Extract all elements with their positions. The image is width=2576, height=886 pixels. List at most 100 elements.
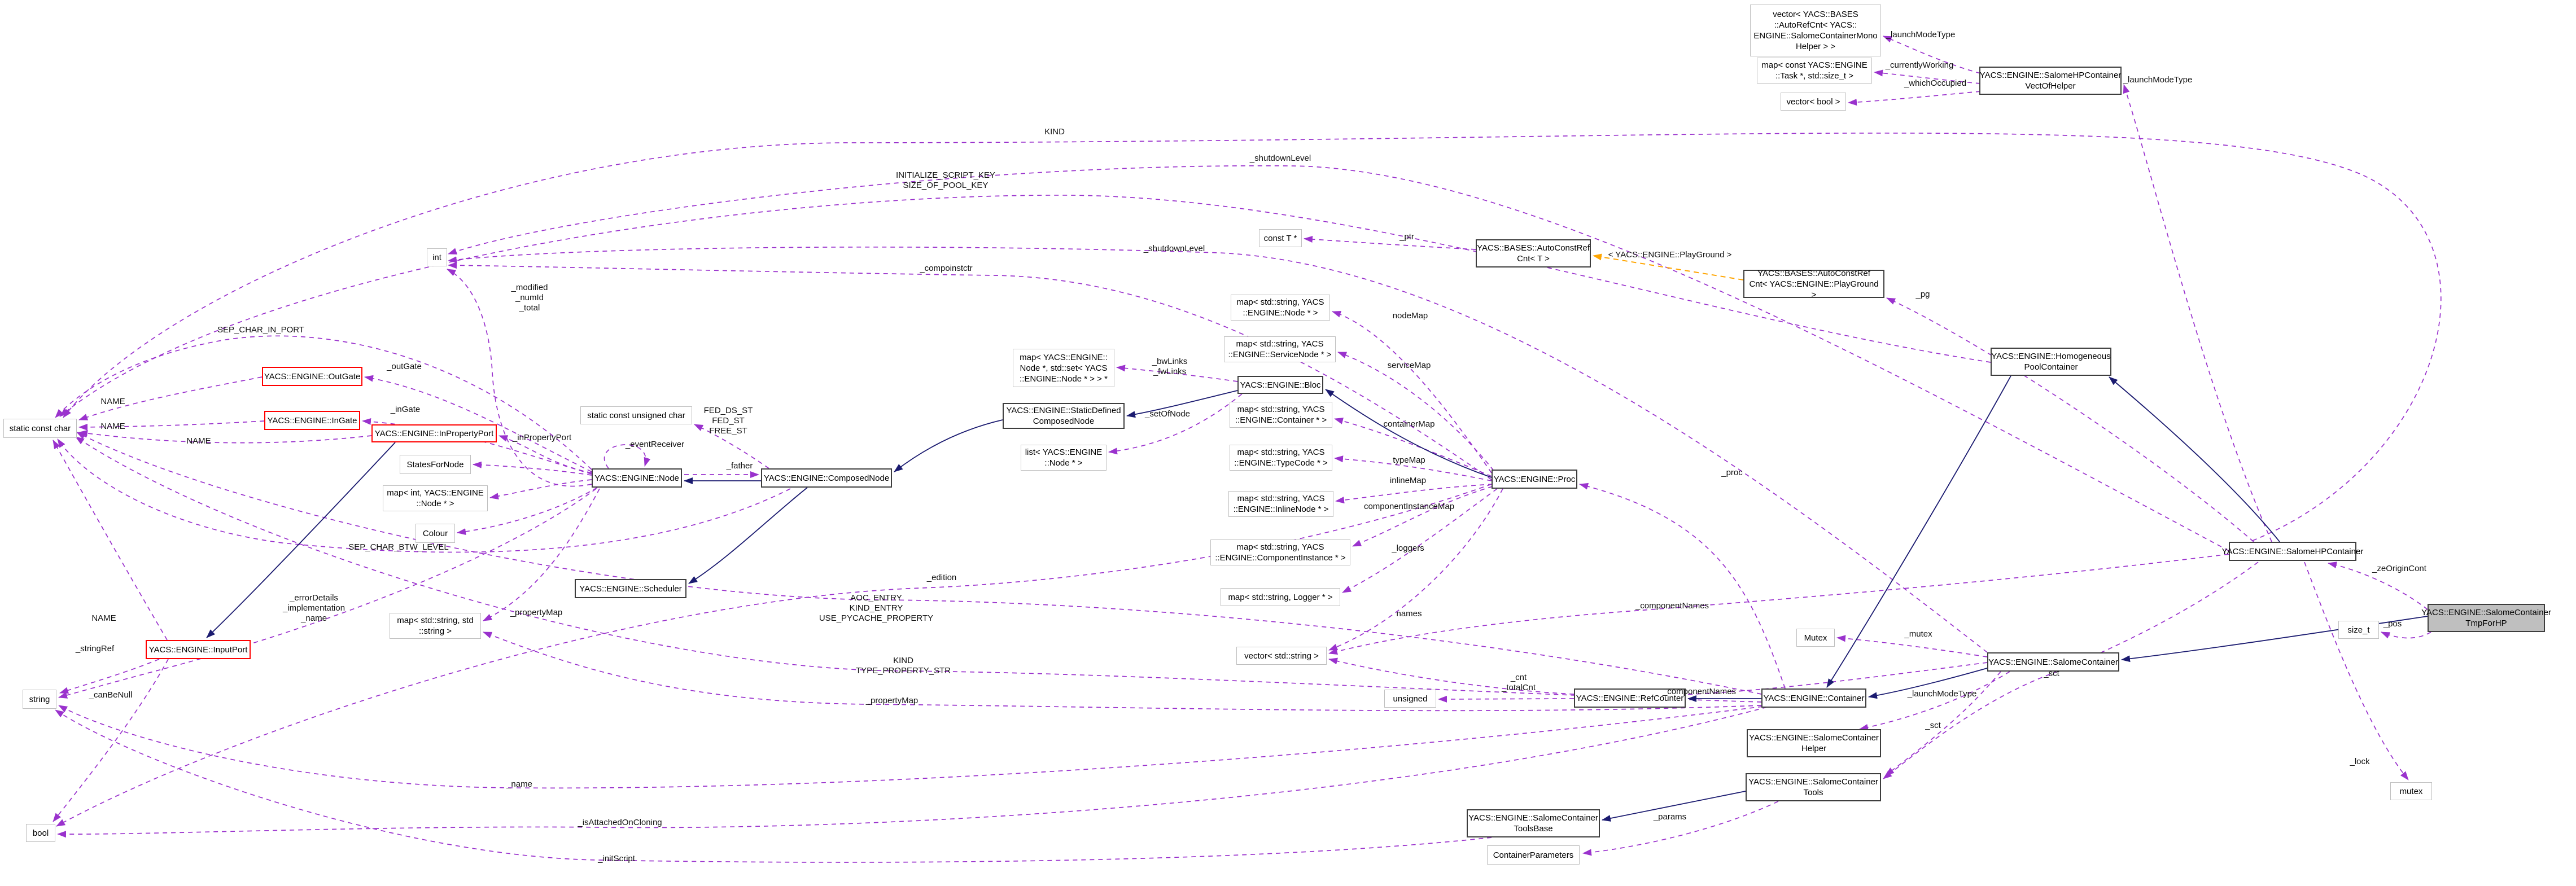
edge-label: _loggers [1392, 543, 1424, 553]
class-node-map-string-servicenode[interactable]: map< std::string, YACS ::ENGINE::Service… [1224, 336, 1336, 362]
edge-label: FED_DS_ST FED_ST FREE_ST [703, 406, 753, 436]
edge-label: _modified _numId _total [511, 283, 548, 313]
edge-member-6 [448, 165, 2229, 551]
class-node-map-string-componentinstance[interactable]: map< std::string, YACS ::ENGINE::Compone… [1210, 540, 1350, 565]
edge-label: _currentlyWorking [1885, 60, 1954, 70]
class-node-inputport[interactable]: YACS::ENGINE::InputPort [146, 640, 251, 659]
edge-member-40 [1304, 235, 1476, 250]
edge-member-5 [59, 195, 1991, 417]
edge-label: _zeOriginCont [2372, 564, 2426, 573]
edge-label: _componentNames [1635, 601, 1709, 611]
edge-label: _outGate [387, 362, 422, 371]
class-node-map-int-node[interactable]: map< int, YACS::ENGINE ::Node * > [383, 485, 488, 511]
class-node-bloc[interactable]: YACS::ENGINE::Bloc [1237, 376, 1323, 394]
class-node-homogeneouspoolcontainer[interactable]: YACS::ENGINE::Homogeneous PoolContainer [1991, 348, 2111, 376]
class-node-salomehpcontainer[interactable]: YACS::ENGINE::SalomeHPContainer [2222, 542, 2363, 561]
class-node-salomecontainertoolsbase[interactable]: YACS::ENGINE::SalomeContainer ToolsBase [1467, 809, 1600, 837]
class-node-map-string-node[interactable]: map< std::string, YACS ::ENGINE::Node * … [1231, 295, 1330, 321]
class-node-size-t[interactable]: size_t [2338, 621, 2379, 639]
class-node-vector-string[interactable]: vector< std::string > [1236, 647, 1327, 665]
class-node-map-string-logger[interactable]: map< std::string, Logger * > [1221, 588, 1340, 606]
edge-member-24 [483, 488, 600, 621]
class-node-autoconstrefcnt-t[interactable]: YACS::BASES::AutoConstRef Cnt< T > [1476, 239, 1591, 267]
class-node-map-string-container[interactable]: map< std::string, YACS ::ENGINE::Contain… [1230, 402, 1332, 428]
edge-label: typeMap [1393, 455, 1425, 465]
class-node-ingate[interactable]: YACS::ENGINE::InGate [264, 411, 360, 430]
edge-member-4 [63, 132, 2442, 541]
edge-label: _initScript [598, 854, 635, 863]
class-node-static-const-unsigned-char[interactable]: static const unsigned char [580, 406, 692, 424]
edge-member-17 [457, 487, 598, 536]
edge-template-60 [1593, 253, 1744, 280]
class-node-salomehp-vectofhelper[interactable]: YACS::ENGINE::SalomeHPContainer VectOfHe… [1979, 67, 2122, 95]
class-node-salomecontainertools[interactable]: YACS::ENGINE::SalomeContainer Tools [1746, 773, 1881, 801]
edge-member-7 [448, 246, 1988, 653]
class-node-node[interactable]: YACS::ENGINE::Node [592, 468, 682, 488]
class-node-bool[interactable]: bool [26, 824, 55, 842]
edge-member-20 [78, 430, 372, 444]
edge-label: AOC_ENTRY KIND_ENTRY USE_PYCACHE_PROPERT… [819, 593, 934, 623]
edge-label: _stringRef [75, 644, 115, 653]
edge-member-16 [489, 479, 592, 500]
edge-label: _shutdownLevel [1249, 153, 1311, 163]
class-node-map-string-typecode[interactable]: map< std::string, YACS ::ENGINE::TypeCod… [1230, 445, 1332, 471]
edge-label: _father [726, 461, 753, 471]
class-node-static-const-char[interactable]: static const char [3, 419, 77, 438]
edge-label: KIND TYPE_PROPERTY_STR [855, 656, 951, 676]
edge-label: _whichOccupied [1904, 78, 1967, 88]
class-node-autoconstrefcnt-playground[interactable]: YACS::BASES::AutoConstRef Cnt< YACS::ENG… [1743, 269, 1884, 300]
edge-label: _canBeNull [89, 690, 133, 700]
class-node-map-task-sizet[interactable]: map< const YACS::ENGINE ::Task *, std::s… [1757, 58, 1872, 84]
class-node-composednode[interactable]: YACS::ENGINE::ComposedNode [761, 468, 892, 488]
class-node-vector-autorefcnt-monohelper[interactable]: vector< YACS::BASES ::AutoRefCnt< YACS::… [1750, 5, 1881, 56]
edge-label: _compoinstctr [920, 264, 973, 273]
class-node-container[interactable]: YACS::ENGINE::Container [1761, 688, 1866, 708]
edge-label: _isAttachedOnCloning [578, 818, 662, 827]
class-node-mutex-upper[interactable]: Mutex [1796, 629, 1835, 647]
edge-member-0 [1883, 36, 1981, 74]
class-node-map-node-set[interactable]: map< YACS::ENGINE:: Node *, std::set< YA… [1013, 349, 1114, 387]
edge-member-8 [448, 262, 1492, 480]
class-node-const-t[interactable]: const T * [1259, 229, 1302, 247]
class-node-proc[interactable]: YACS::ENGINE::Proc [1492, 470, 1577, 489]
edge-member-33 [1352, 486, 1493, 547]
edge-inherit-66 [206, 442, 396, 638]
class-node-inpropertyport[interactable]: YACS::ENGINE::InPropertyPort [371, 424, 497, 442]
class-node-mutex-lower[interactable]: mutex [2390, 782, 2432, 800]
class-node-map-string-inlinenode[interactable]: map< std::string, YACS ::ENGINE::InlineN… [1228, 491, 1333, 517]
class-node-list-node[interactable]: list< YACS::ENGINE ::Node * > [1021, 445, 1107, 471]
edge-label: _proc [1721, 468, 1743, 477]
class-node-unsigned[interactable]: unsigned [1384, 690, 1436, 708]
edge-label: _mutex [1904, 629, 1932, 639]
edge-member-25 [58, 488, 597, 699]
edge-label: _launchModeType [1907, 689, 1977, 699]
class-node-colour[interactable]: Colour [416, 524, 455, 543]
class-node-map-string-string[interactable]: map< std::string, std ::string > [390, 613, 481, 639]
edge-member-38 [1579, 483, 1786, 689]
edge-inherit-62 [894, 419, 1003, 472]
class-node-salomecontainer[interactable]: YACS::ENGINE::SalomeContainer [1987, 652, 2119, 672]
class-node-salomecontainerhelper[interactable]: YACS::ENGINE::SalomeContainer Helper [1747, 729, 1881, 757]
edge-label: INITIALIZE_SCRIPT_KEY SIZE_OF_POOL_KEY [896, 170, 995, 190]
class-node-containerparameters[interactable]: ContainerParameters [1487, 845, 1580, 865]
class-node-statesfornode[interactable]: StatesForNode [400, 455, 471, 474]
edge-label: names [1396, 609, 1422, 619]
class-node-scheduler[interactable]: YACS::ENGINE::Scheduler [575, 579, 686, 598]
edge-label: _componentNames [1662, 687, 1737, 696]
edge-label: _inPropertyPort [512, 433, 572, 442]
class-node-string[interactable]: string [23, 690, 56, 709]
class-node-refcounter[interactable]: YACS::ENGINE::RefCounter [1574, 688, 1686, 708]
edge-inherit-69 [1868, 668, 1988, 699]
class-node-outgate[interactable]: YACS::ENGINE::OutGate [262, 367, 362, 386]
edge-label: _shutdownLevel [1143, 244, 1205, 253]
edge-member-31 [1334, 455, 1492, 481]
edge-label: serviceMap [1387, 361, 1431, 370]
edge-inherit-68 [1826, 375, 2011, 688]
class-node-staticdefinedcomposednode[interactable]: YACS::ENGINE::StaticDefined ComposedNode [1003, 403, 1125, 429]
class-node-salomecontainertmpforhp[interactable]: YACS::ENGINE::SalomeContainer TmpForHP [2421, 604, 2551, 632]
edge-label: containerMap [1383, 419, 1435, 429]
class-node-int[interactable]: int [427, 248, 447, 266]
class-node-vector-bool[interactable]: vector< bool > [1781, 93, 1846, 111]
edge-member-59 [53, 659, 169, 822]
